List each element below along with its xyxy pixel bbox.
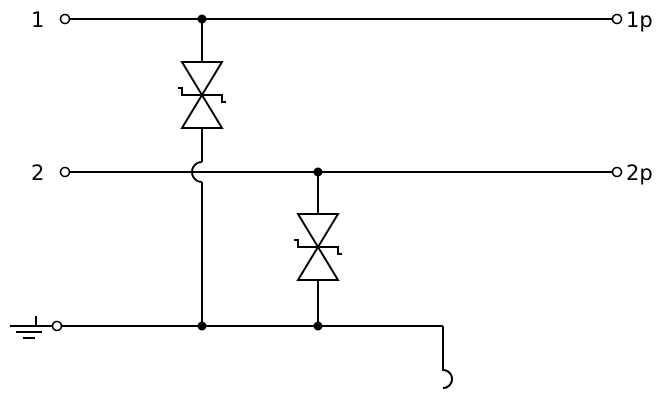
terminal-2p-output — [611, 166, 623, 178]
terminal-ground — [51, 320, 63, 332]
wire-crossover-hop — [191, 161, 203, 183]
tvs-diode-2 — [294, 213, 342, 281]
tvs1-branch-wire — [191, 19, 203, 326]
junction-node — [197, 321, 207, 331]
tvs-diode-1 — [178, 61, 226, 129]
terminal-2-input — [59, 166, 71, 178]
ground-wire — [62, 325, 453, 389]
label-terminal-2: 2 — [31, 161, 44, 185]
ground-icon — [10, 316, 52, 339]
terminal-1p-output — [611, 13, 623, 25]
label-terminal-1: 1 — [31, 8, 44, 32]
junction-node — [313, 321, 323, 331]
label-terminal-1p: 1p — [626, 8, 653, 32]
junction-node — [313, 167, 323, 177]
junction-node — [197, 14, 207, 24]
label-terminal-2p: 2p — [626, 161, 653, 185]
terminal-1-input — [59, 13, 71, 25]
